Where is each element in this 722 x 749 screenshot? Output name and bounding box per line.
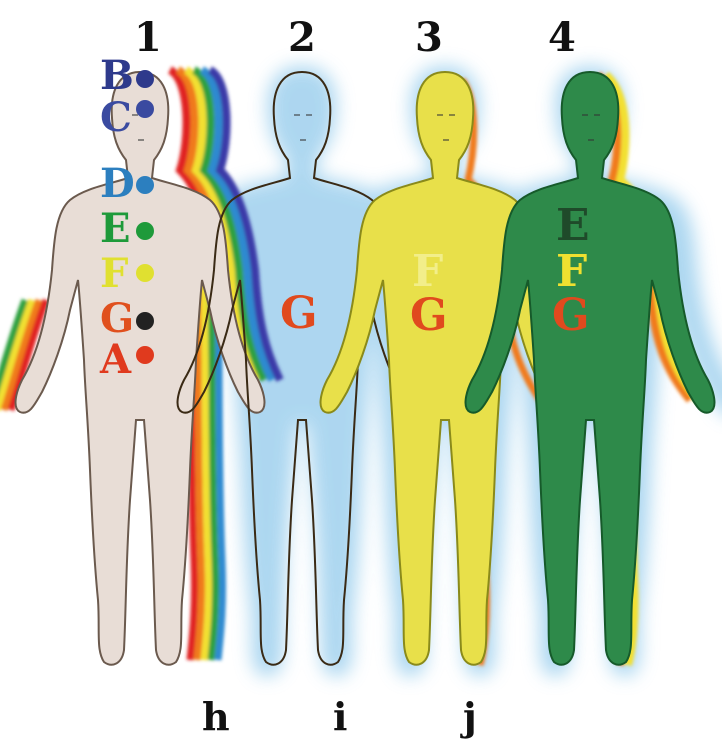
chakra-letter-c: C: [100, 94, 132, 141]
figure-number-4: 4: [548, 14, 576, 61]
chakra-letter-g: G: [100, 295, 134, 342]
chakra-letter-b: B: [100, 52, 134, 99]
chakra-letter-e: E: [100, 205, 131, 252]
figure-number-1: 1: [134, 14, 162, 61]
chakra-dot-g: [136, 312, 154, 330]
figure-number-2: 2: [288, 14, 316, 61]
figure-3-body: [321, 72, 570, 665]
chakra-letter-a: A: [100, 336, 131, 383]
chakra-dot-a: [136, 346, 154, 364]
chakra-dot-f: [136, 264, 154, 282]
chakra-dot-b: [136, 70, 154, 88]
bottom-label-h: h: [202, 694, 230, 739]
chakra-dot-c: [136, 100, 154, 118]
chakra-dot-e: [136, 222, 154, 240]
figure-4-letter-e: E: [556, 200, 590, 251]
figure-2-letter-g: G: [280, 288, 318, 339]
bottom-label-i: i: [333, 694, 347, 739]
bottom-label-j: j: [463, 694, 477, 739]
chakra-letter-d: D: [100, 160, 135, 207]
figure-3-letter-g: G: [410, 290, 448, 341]
chakra-dot-d: [136, 176, 154, 194]
figure-number-3: 3: [415, 14, 443, 61]
figure-1-body: [16, 72, 265, 665]
chakra-letter-f: F: [100, 250, 128, 297]
figure-4-letter-g: G: [552, 290, 590, 341]
figure-4-body: [466, 72, 715, 665]
